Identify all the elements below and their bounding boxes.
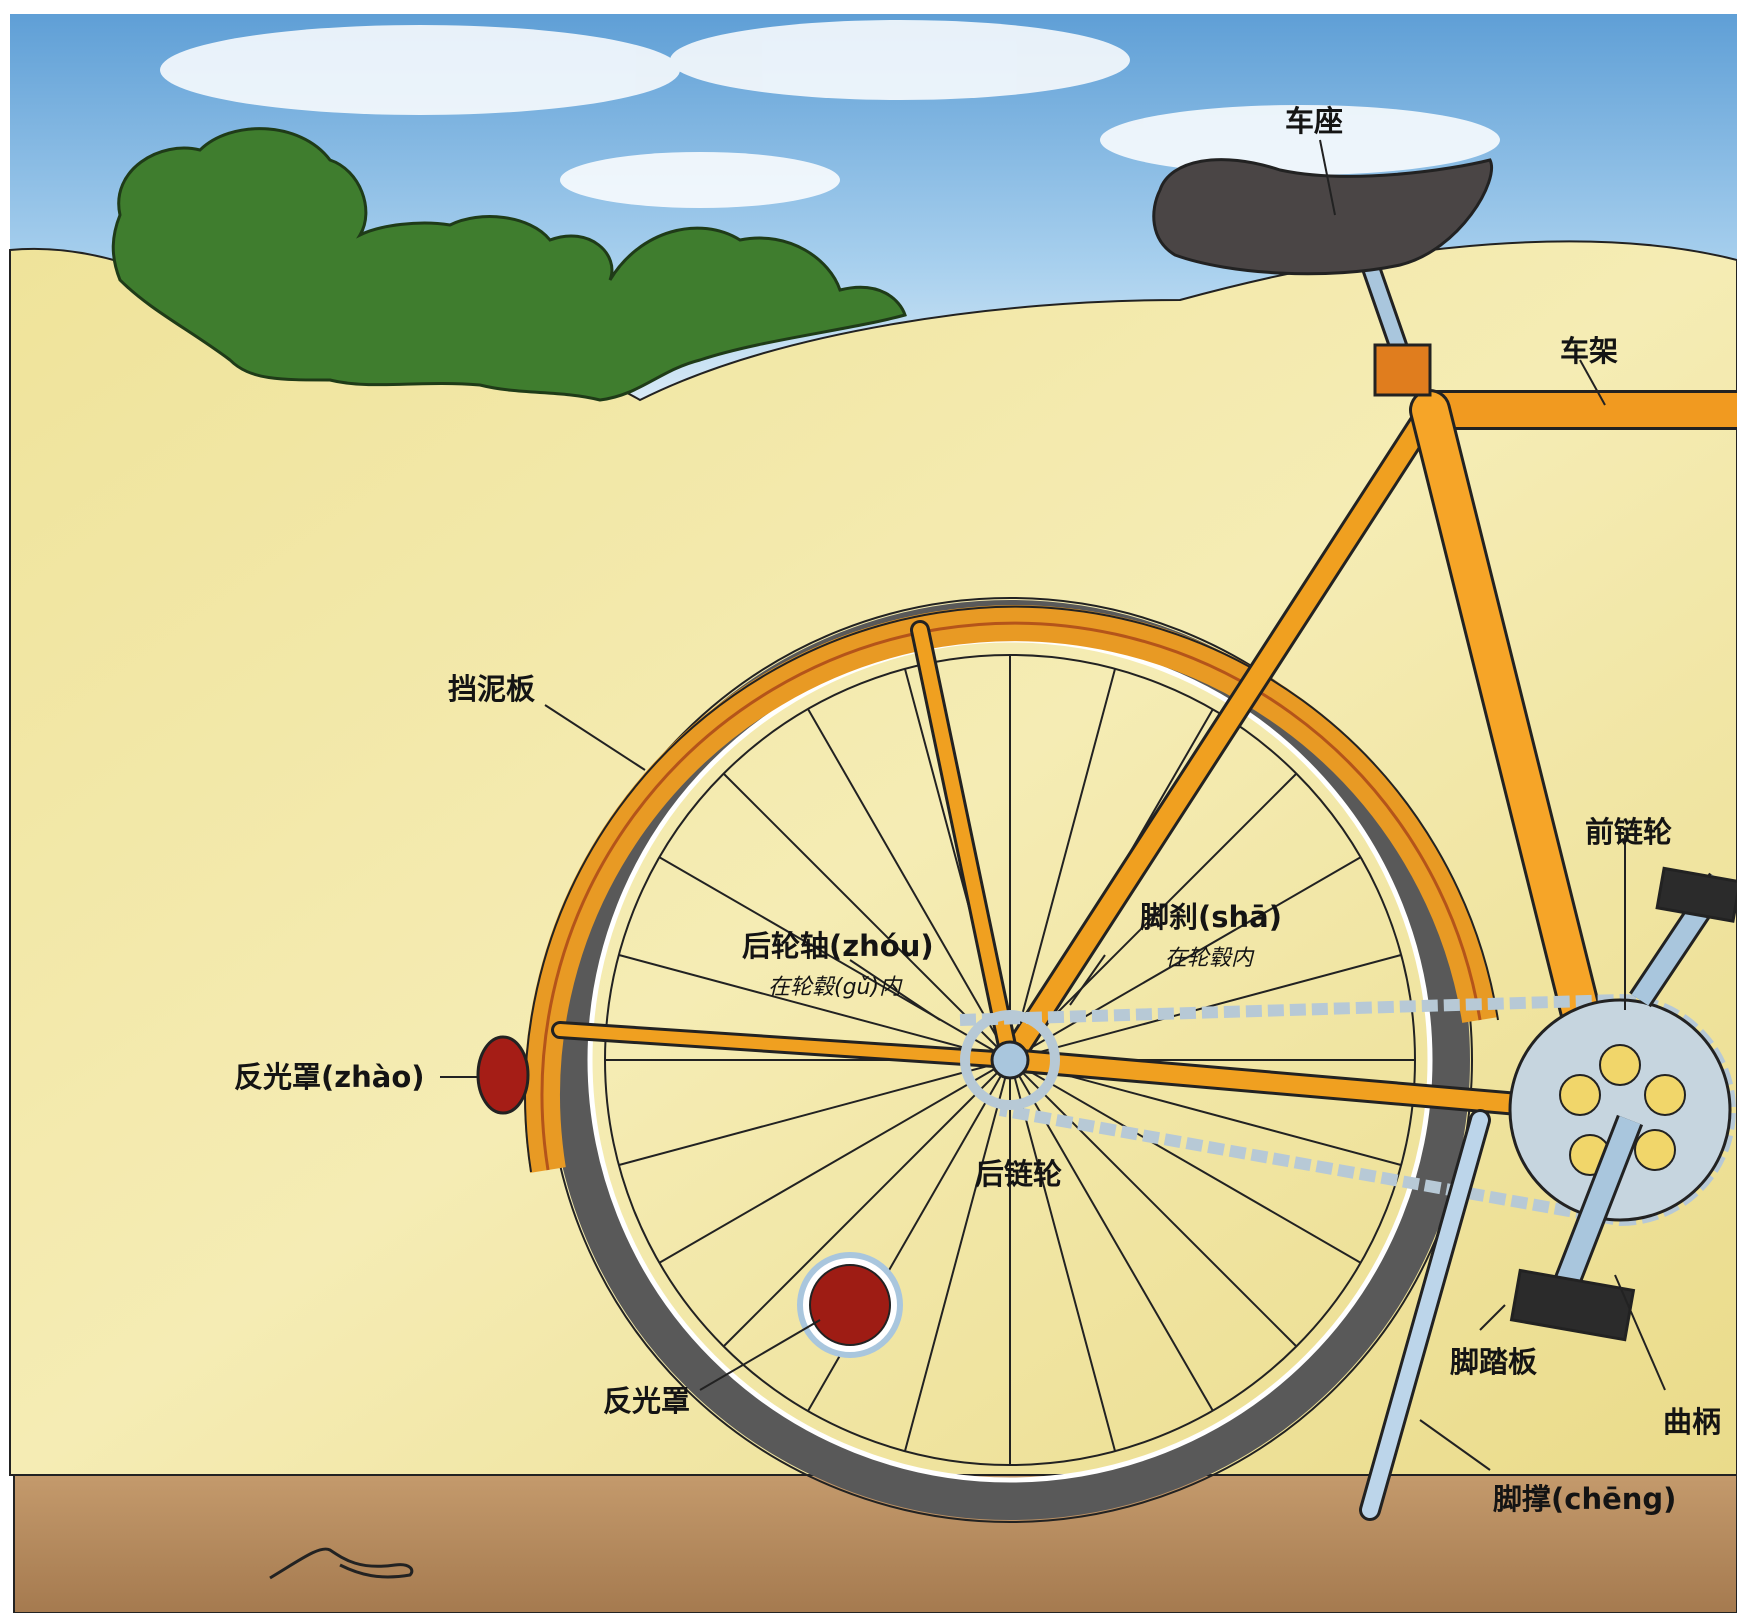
wheel-reflector [800, 1255, 900, 1355]
label-crank: 曲柄 [1663, 1408, 1721, 1437]
label-wheel-reflector: 反光罩 [603, 1387, 690, 1416]
label-brake: 脚刹(shā) [1140, 903, 1282, 932]
label-rear-axle-note: 在轮毂(gǔ)内 [768, 977, 901, 999]
label-front-sprocket: 前链轮 [1585, 818, 1672, 847]
label-brake-note: 在轮毂内 [1165, 948, 1253, 970]
rear-reflector [478, 1037, 528, 1113]
label-frame: 车架 [1560, 337, 1618, 366]
label-mudguard: 挡泥板 [448, 675, 535, 704]
label-rear-axle: 后轮轴(zhóu) [742, 932, 934, 961]
label-kickstand: 脚撑(chēng) [1493, 1485, 1676, 1514]
front-sprocket [1510, 1000, 1730, 1220]
label-rear-reflector: 反光罩(zhào) [234, 1063, 425, 1092]
label-rear-sprocket: 后链轮 [975, 1160, 1062, 1189]
label-seat: 车座 [1285, 107, 1343, 136]
label-pedal: 脚踏板 [1450, 1348, 1537, 1377]
